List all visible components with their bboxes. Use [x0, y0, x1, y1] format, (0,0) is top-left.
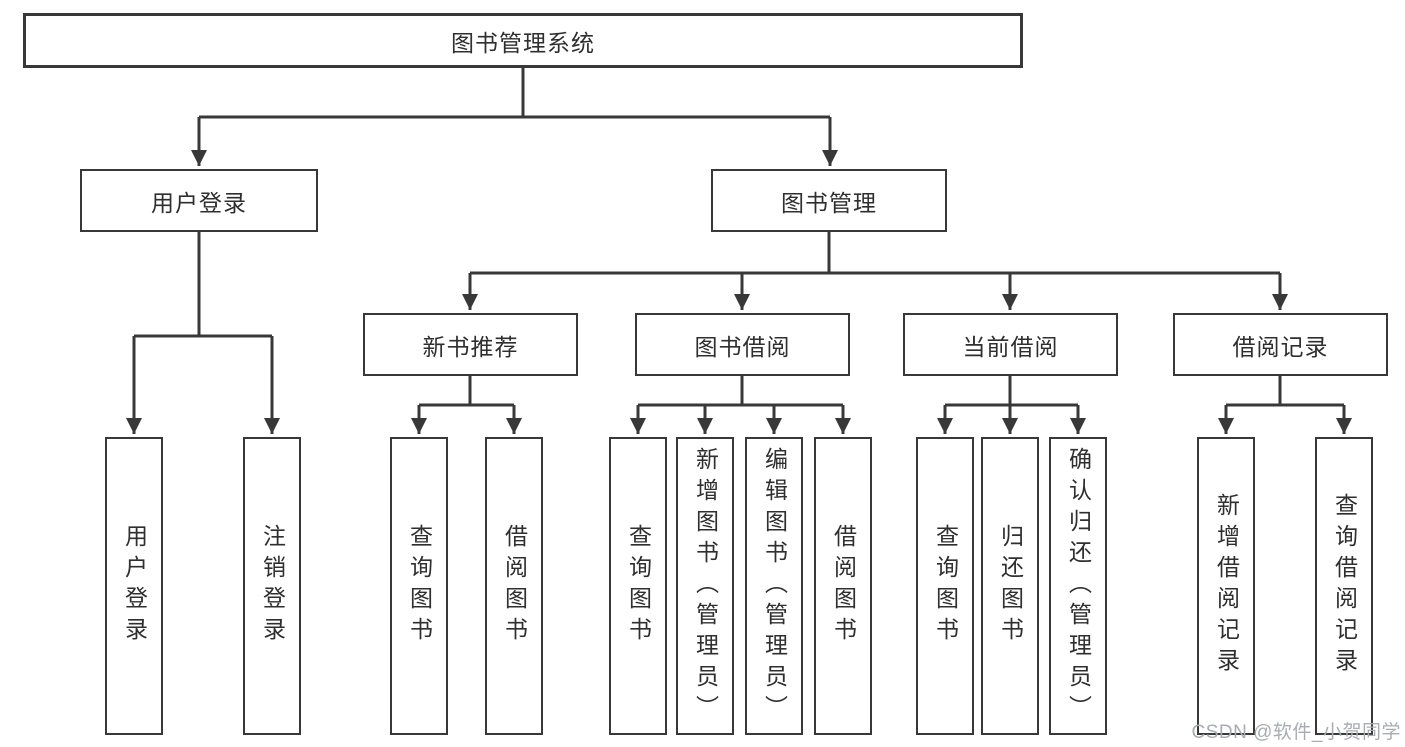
node-book-management: 图书管理	[711, 169, 947, 232]
leaf-label: 查询图书	[625, 524, 652, 648]
leaf-records-query-record: 查询借阅记录	[1315, 437, 1373, 735]
node-borrow-records: 借阅记录	[1173, 313, 1388, 376]
node-root: 图书管理系统	[23, 13, 1023, 68]
leaf-label: 注销登录	[259, 524, 286, 648]
node-new-book-recommend: 新书推荐	[363, 313, 578, 376]
leaf-logout: 注销登录	[243, 437, 301, 735]
leaf-borrow-edit-books-admin: 编辑图书（管理员）	[745, 437, 803, 735]
leaf-current-confirm-return-admin: 确认归还（管理员）	[1049, 437, 1107, 735]
leaf-recommend-borrow-books: 借阅图书	[485, 437, 543, 735]
leaf-label: 新增图书（管理员）	[692, 446, 719, 726]
leaf-label: 查询图书	[406, 524, 433, 648]
leaf-label: 归还图书	[997, 524, 1024, 648]
node-current-borrow: 当前借阅	[903, 313, 1118, 376]
leaf-current-query-books: 查询图书	[916, 437, 974, 735]
leaf-label: 借阅图书	[830, 524, 857, 648]
leaf-label: 确认归还（管理员）	[1065, 446, 1092, 726]
leaf-label: 编辑图书（管理员）	[761, 446, 788, 726]
leaf-label: 查询图书	[932, 524, 959, 648]
leaf-label: 新增借阅记录	[1213, 493, 1240, 679]
leaf-label: 查询借阅记录	[1331, 493, 1358, 679]
leaf-label: 用户登录	[121, 524, 148, 648]
leaf-records-add-record: 新增借阅记录	[1197, 437, 1255, 735]
leaf-borrow-add-books-admin: 新增图书（管理员）	[676, 437, 734, 735]
leaf-current-return-books: 归还图书	[981, 437, 1039, 735]
leaf-user-login: 用户登录	[105, 437, 163, 735]
leaf-recommend-query-books: 查询图书	[390, 437, 448, 735]
leaf-borrow-borrow-books: 借阅图书	[814, 437, 872, 735]
node-user-login: 用户登录	[80, 169, 318, 232]
node-book-borrow: 图书借阅	[635, 313, 850, 376]
leaf-label: 借阅图书	[501, 524, 528, 648]
watermark: CSDN @软件_小贺同学	[1191, 722, 1401, 743]
leaf-borrow-query-books: 查询图书	[609, 437, 667, 735]
